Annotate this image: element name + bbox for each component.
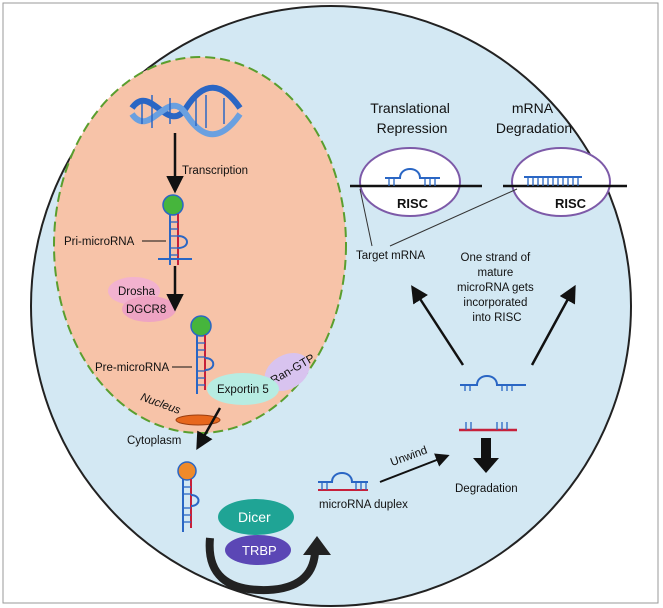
target-mrna-pointer-2 [389,188,518,247]
dna-helix-icon [129,84,243,138]
mature-microrna-strand [460,375,526,391]
arrow-to-translational-repression [411,285,465,366]
passenger-strand [459,422,517,432]
drosha-label: Drosha [118,286,156,298]
ran-gtp-protein [264,353,310,391]
export-arrow [196,407,222,451]
risc-microrna-perfect [524,176,582,186]
transcription-label: Transcription [182,165,248,177]
pre-microrna-hairpin [190,315,215,394]
pre-microrna-label: Pre-microRNA [95,362,169,374]
dicer-label: Dicer [238,509,271,525]
risc-complex-translational [359,147,461,217]
dicer-curved-arrow [205,536,331,595]
exportin5-protein [207,373,279,405]
arrow-to-mrna-degradation [530,284,576,366]
translational-repression-header: Translational Repression [370,100,454,136]
cytoplasmic-pre-microrna [177,461,200,532]
unwind-arrow [379,453,450,483]
degradation-arrow [473,438,499,473]
pri-microrna-label: Pri-microRNA [64,236,135,248]
microrna-duplex-label: microRNA duplex [319,499,408,511]
degradation-label: Degradation [455,483,518,495]
target-mrna-label: Target mRNA [356,250,425,262]
pri-microrna-hairpin [158,194,192,265]
exportin5-label: Exportin 5 [217,384,269,396]
cytoplasm-label: Cytoplasm [127,435,181,447]
dicer-protein [218,499,294,535]
dgcr8-protein [122,296,176,322]
one-strand-text: One strand of mature microRNA gets incor… [457,252,537,324]
risc-microrna-bulge [385,168,440,186]
trbp-label: TRBP [242,543,277,558]
risc-label-2: RISC [555,196,587,211]
risc-label-1: RISC [397,196,429,211]
microrna-duplex [318,472,368,491]
mrna-degradation-header: mRNA Degradation [496,100,572,136]
nuclear-pore [175,414,221,426]
trbp-protein [225,535,291,565]
risc-complex-degradation [511,147,611,217]
dgcr8-label: DGCR8 [126,304,166,316]
target-mrna-pointer-1 [359,188,373,247]
